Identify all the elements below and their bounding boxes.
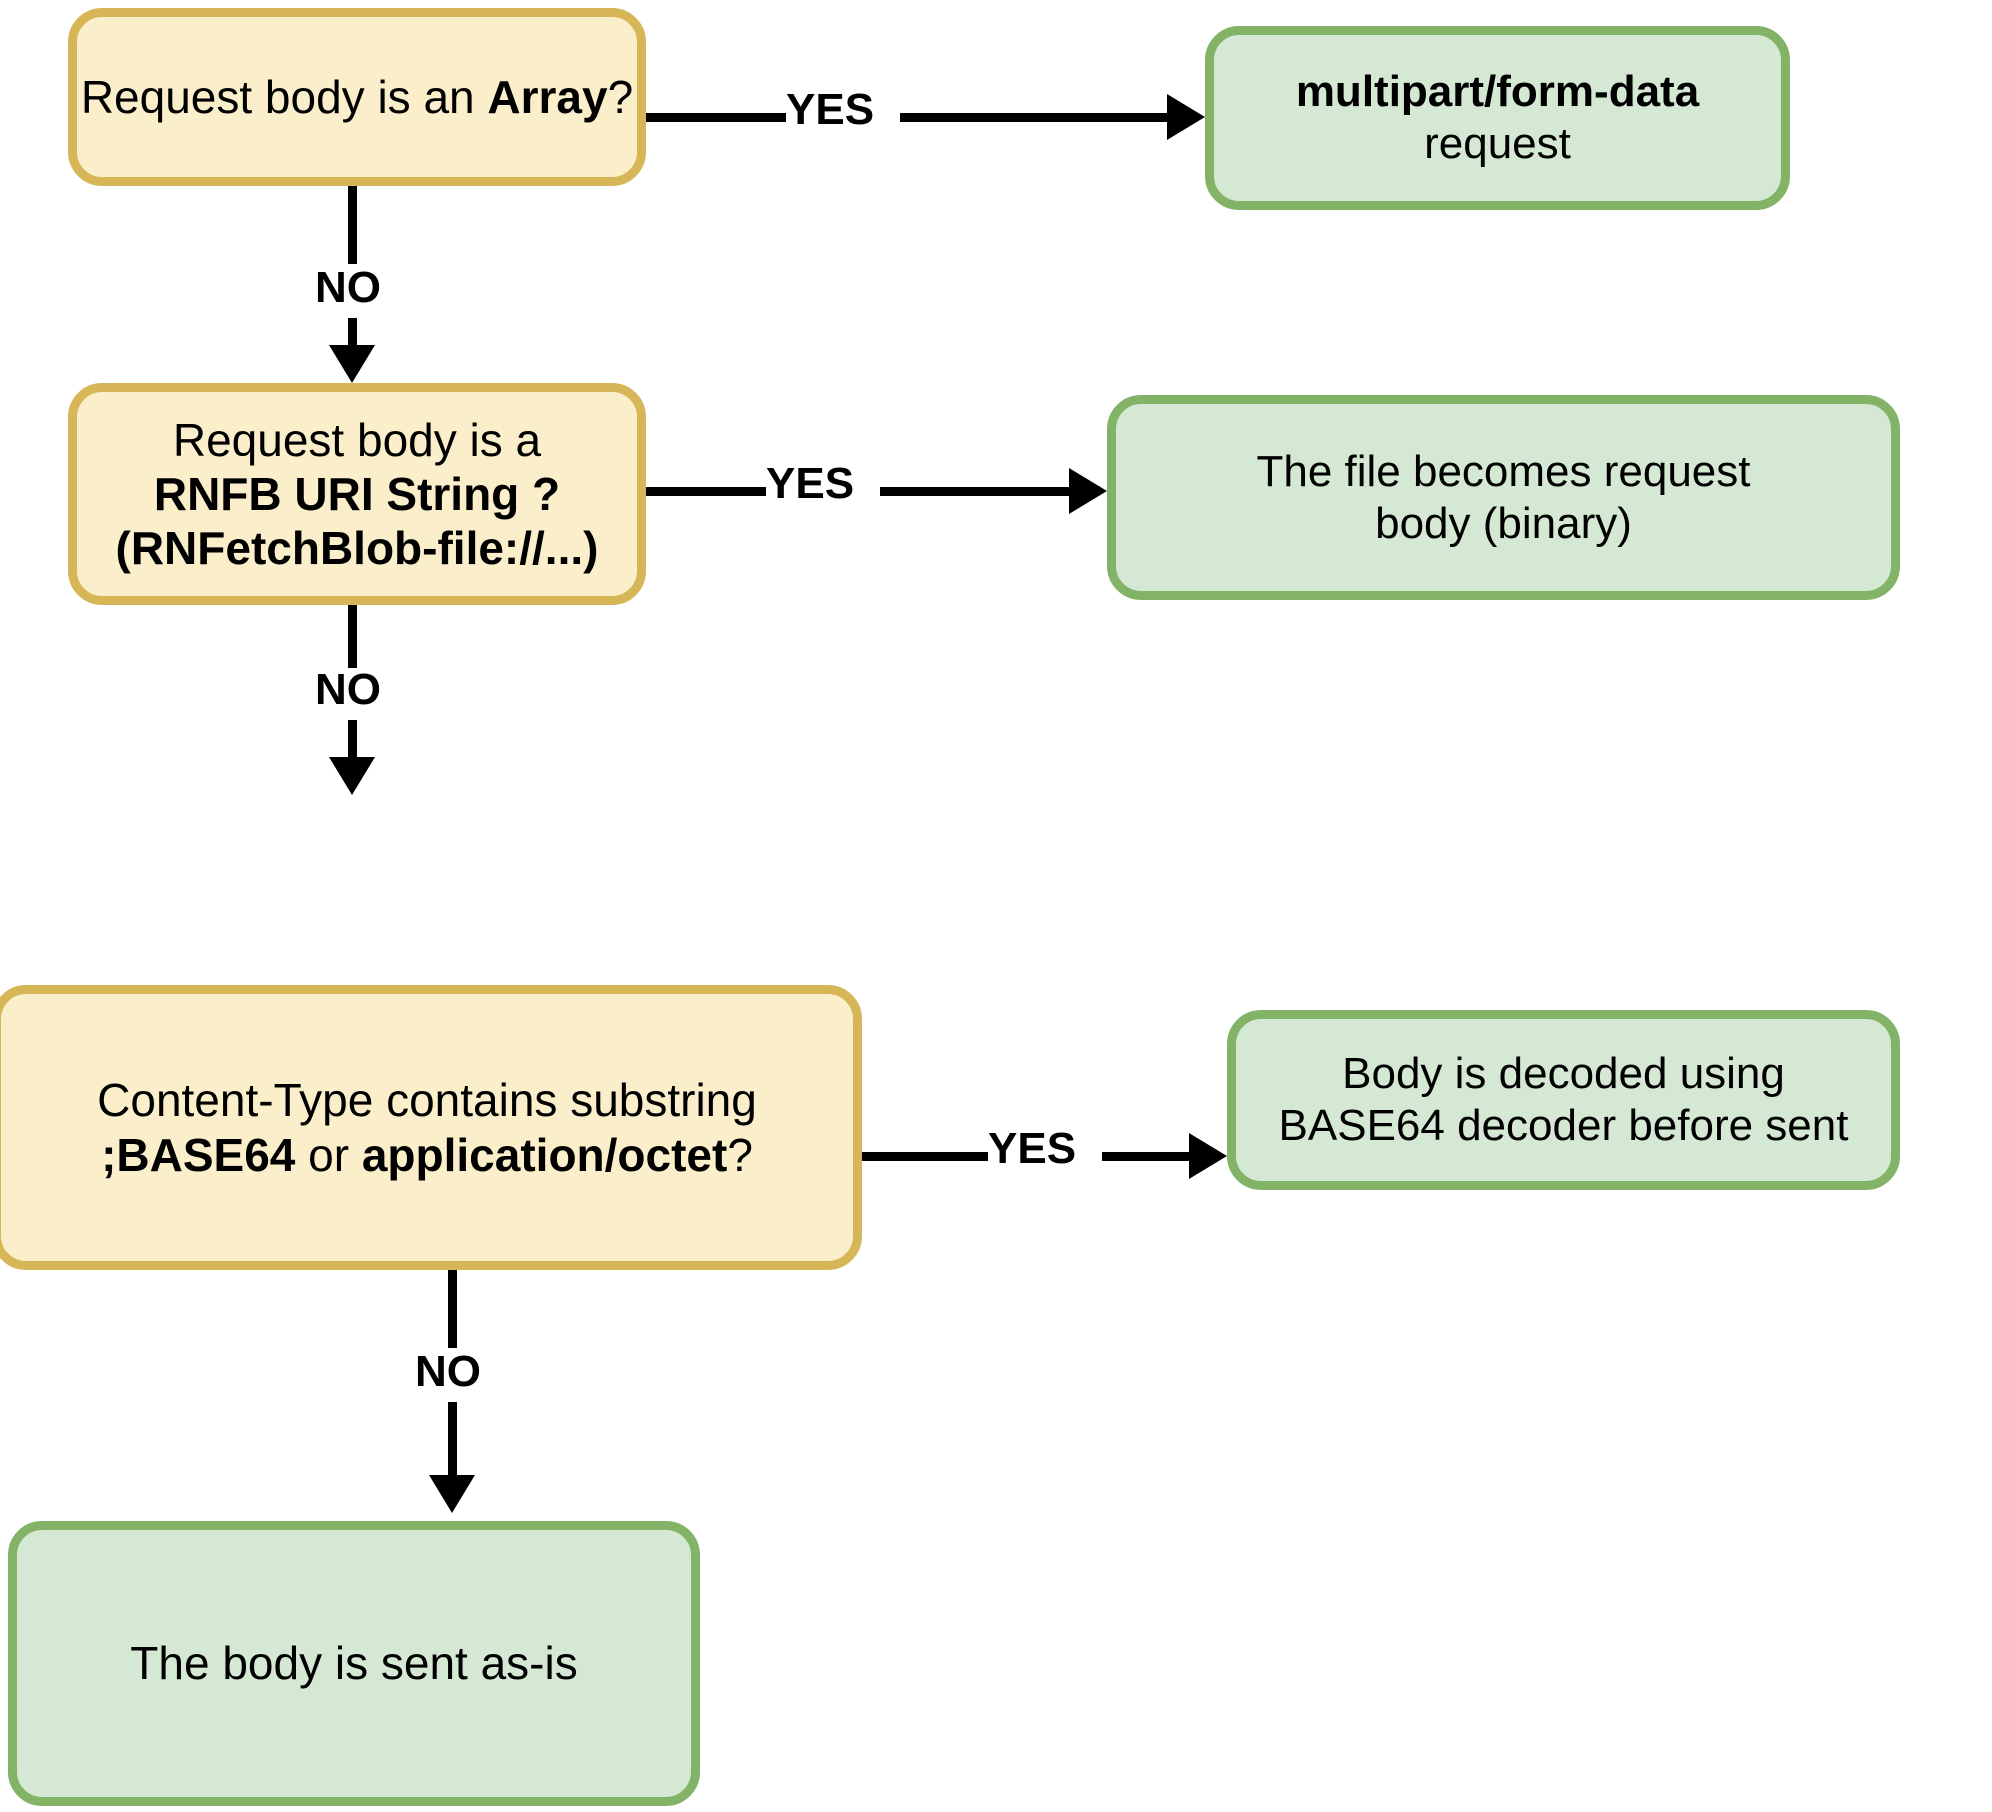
terminal-node-body-decoded-base64-text: Body is decoded using BASE64 decoder bef… [1236, 1048, 1891, 1152]
edge-yes-1-line-right [900, 113, 1170, 122]
node-line: multipart/form-data [1232, 66, 1763, 118]
edge-yes-3-line-right [1102, 1152, 1192, 1161]
node-line: The file becomes request [1256, 446, 1751, 496]
node-line: BASE64 decoder before sent [1278, 1101, 1849, 1150]
terminal-node-body-decoded-base64[interactable]: Body is decoded using BASE64 decoder bef… [1227, 1010, 1900, 1190]
terminal-node-multipart-form-data[interactable]: multipart/form-data request [1205, 26, 1790, 210]
node-line-segment-bold: RNFB URI String ? [153, 467, 561, 520]
node-line-segment-bold: ;BASE64 [101, 1128, 296, 1181]
node-line: body (binary) [1375, 498, 1632, 548]
edge-no-1-arrowhead [329, 345, 375, 383]
edge-no-2-arrowhead [329, 757, 375, 795]
decision-node-request-body-is-rnfb-uri[interactable]: Request body is a RNFB URI String ? (RNF… [68, 383, 646, 605]
edge-label-yes-3: YES [988, 1124, 1077, 1173]
node-line-segment-bold: multipart/form-data [1295, 67, 1700, 117]
node-line: (RNFetchBlob-file://...) [95, 521, 619, 575]
node-line-segment-bold: Array [487, 70, 608, 123]
node-line-segment-bold: (RNFetchBlob-file://...) [115, 522, 599, 575]
edge-label-yes-2: YES [766, 459, 855, 508]
terminal-node-file-becomes-request-body-text: The file becomes request body (binary) [1116, 446, 1891, 550]
edge-yes-3-arrowhead [1189, 1133, 1227, 1179]
edge-no-1-line-bottom [348, 318, 357, 360]
edge-no-2-line-top [348, 605, 357, 669]
node-line-segment: ? [727, 1128, 753, 1181]
node-line-segment: Request body is an [80, 70, 488, 123]
terminal-node-body-sent-as-is-text: The body is sent as-is [17, 1636, 691, 1690]
node-line-segment: ? [607, 70, 634, 123]
edge-yes-2-arrowhead [1069, 468, 1107, 514]
edge-no-3-arrowhead [429, 1475, 475, 1513]
edge-label-no-1: NO [315, 263, 381, 312]
edge-no-3-line-top [448, 1270, 457, 1348]
edge-no-2-line-bottom [348, 720, 357, 772]
decision-node-request-body-is-array[interactable]: Request body is an Array? [68, 8, 646, 186]
node-line-segment: or [295, 1128, 362, 1181]
edge-label-no-3: NO [415, 1347, 481, 1396]
decision-node-request-body-is-array-text: Request body is an Array? [63, 70, 651, 124]
node-line: Content-Type contains substring [97, 1074, 757, 1127]
node-line: Request body is a [172, 413, 542, 466]
terminal-node-file-becomes-request-body[interactable]: The file becomes request body (binary) [1107, 395, 1900, 600]
edge-yes-1-line-left [646, 113, 786, 122]
edge-yes-1-arrowhead [1167, 94, 1205, 140]
edge-label-yes-1: YES [786, 85, 875, 134]
edge-yes-2-line-right [880, 487, 1072, 496]
node-line: Request body is an Array? [81, 70, 633, 124]
edge-no-3-line-bottom [448, 1402, 457, 1482]
edge-label-no-2: NO [315, 665, 381, 714]
decision-node-content-type-substring-text: Content-Type contains substring ;BASE64 … [1, 1073, 853, 1182]
node-line-segment-bold: application/octet [361, 1128, 728, 1181]
edge-yes-2-line-left [646, 487, 766, 496]
decision-node-content-type-substring[interactable]: Content-Type contains substring ;BASE64 … [0, 985, 862, 1270]
node-line: ;BASE64 or application/octet? [19, 1128, 835, 1182]
edge-yes-3-line-left [862, 1152, 988, 1161]
node-line: The body is sent as-is [130, 1637, 578, 1690]
terminal-node-multipart-form-data-text: multipart/form-data request [1214, 66, 1781, 170]
decision-node-request-body-is-rnfb-uri-text: Request body is a RNFB URI String ? (RNF… [77, 413, 637, 576]
node-line: Body is decoded using [1342, 1049, 1785, 1099]
terminal-node-body-sent-as-is[interactable]: The body is sent as-is [8, 1521, 700, 1806]
node-line: RNFB URI String ? [95, 467, 619, 521]
edge-no-1-line-top [348, 186, 357, 264]
node-line: request [1424, 119, 1571, 168]
